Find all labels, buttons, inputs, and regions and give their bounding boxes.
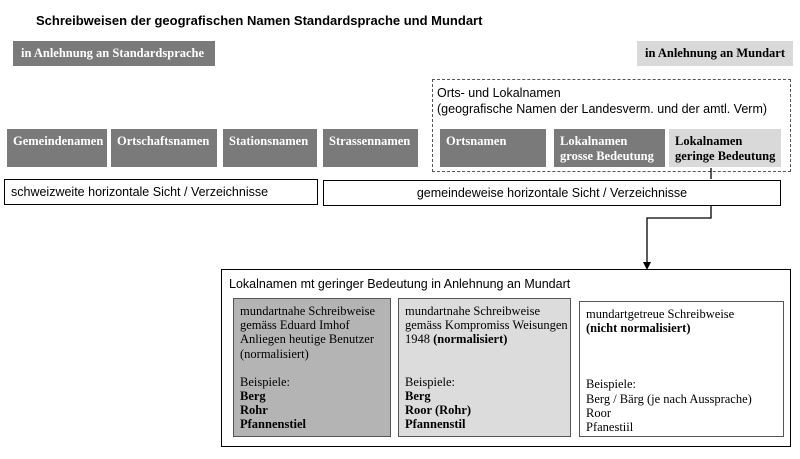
variant-line-combined: 1948 (normalisiert)	[405, 332, 564, 346]
variant-column-mundartgetreu: mundartgetreue Schreibweise (nicht norma…	[579, 301, 784, 437]
category-strassennamen: Strassennamen	[323, 129, 418, 167]
category-label: Gemeindenamen	[13, 134, 104, 148]
examples-label: Beispiele:	[240, 374, 290, 389]
example-item: Berg	[240, 389, 266, 404]
variant-year: 1948	[405, 332, 434, 347]
variant-line: gemäss Kompromiss Weisungen	[405, 318, 568, 333]
variant-line: mundartnahe Schreibweise	[405, 304, 541, 318]
variant-line: (normalisiert)	[240, 346, 309, 361]
category-label: Ortschaftsnamen	[117, 134, 210, 148]
variant-line: Anliegen heutige Benutzer	[240, 332, 374, 347]
examples-label: Beispiele:	[405, 374, 455, 389]
local-names-group-title: Orts- und Lokalnamen	[437, 86, 561, 100]
category-label: Strassennamen	[329, 134, 411, 148]
nationwide-view-box: schweizweite horizontale Sicht / Verzeic…	[4, 179, 318, 205]
category-label: Lokalnamen	[675, 134, 743, 148]
category-ortschaftsnamen: Ortschaftsnamen	[111, 129, 217, 167]
diagram-title: Schreibweisen der geografischen Namen St…	[36, 13, 483, 28]
variant-column-imhof: mundartnahe Schreibweise gemäss Eduard I…	[233, 298, 391, 437]
examples-label: Beispiele:	[586, 377, 636, 392]
dialect-header: in Anlehnung an Mundart	[637, 41, 793, 66]
example-item: Roor	[586, 405, 611, 420]
local-names-group	[432, 79, 791, 172]
example-item: Pfannenstil	[405, 417, 466, 432]
variant-line: gemäss Eduard Imhof	[240, 318, 350, 333]
local-names-group-label: Orts- und Lokalnamen (geografische Namen…	[437, 85, 767, 117]
arrowhead	[643, 262, 651, 270]
category-label: Lokalnamen	[560, 134, 628, 148]
example-item: Pfanestiil	[586, 420, 634, 435]
municipal-view-box: gemeindeweise horizontale Sicht / Verzei…	[323, 180, 781, 206]
category-sublabel: geringe Bedeutung	[675, 149, 776, 163]
example-item: Pfannenstiel	[240, 417, 306, 432]
variant-line: (nicht normalisiert)	[586, 321, 691, 336]
variants-heading: Lokalnamen mt geringer Bedeutung in Anle…	[229, 277, 571, 291]
variant-normalized: (normalisiert)	[433, 332, 508, 347]
category-label: Ortsnamen	[446, 134, 507, 148]
category-label: Stationsnamen	[229, 134, 309, 148]
category-lokalnamen-gering: Lokalnamen geringe Bedeutung	[669, 129, 781, 167]
example-item: Rohr	[240, 403, 268, 418]
category-sublabel: grosse Bedeutung	[560, 149, 654, 163]
local-names-group-subtitle: (geografische Namen der Landesverm. und …	[437, 102, 768, 116]
category-lokalnamen-gross: Lokalnamen grosse Bedeutung	[554, 129, 665, 167]
connector-segment-bottom	[646, 206, 712, 262]
variant-column-kompromiss: mundartnahe Schreibweise gemäss Kompromi…	[398, 298, 571, 437]
example-item: Berg	[405, 388, 431, 403]
category-ortsnamen: Ortsnamen	[440, 129, 546, 167]
variant-line: mundartgetreue Schreibweise	[586, 307, 735, 321]
example-item: Roor (Rohr)	[405, 403, 472, 418]
category-gemeindenamen: Gemeindenamen	[7, 129, 107, 167]
category-stationsnamen: Stationsnamen	[223, 129, 317, 167]
variant-line: mundartnahe Schreibweise	[240, 304, 376, 318]
example-item: Berg / Bärg (je nach Aussprache)	[586, 391, 752, 406]
standard-language-header: in Anlehnung an Standardsprache	[13, 41, 215, 66]
